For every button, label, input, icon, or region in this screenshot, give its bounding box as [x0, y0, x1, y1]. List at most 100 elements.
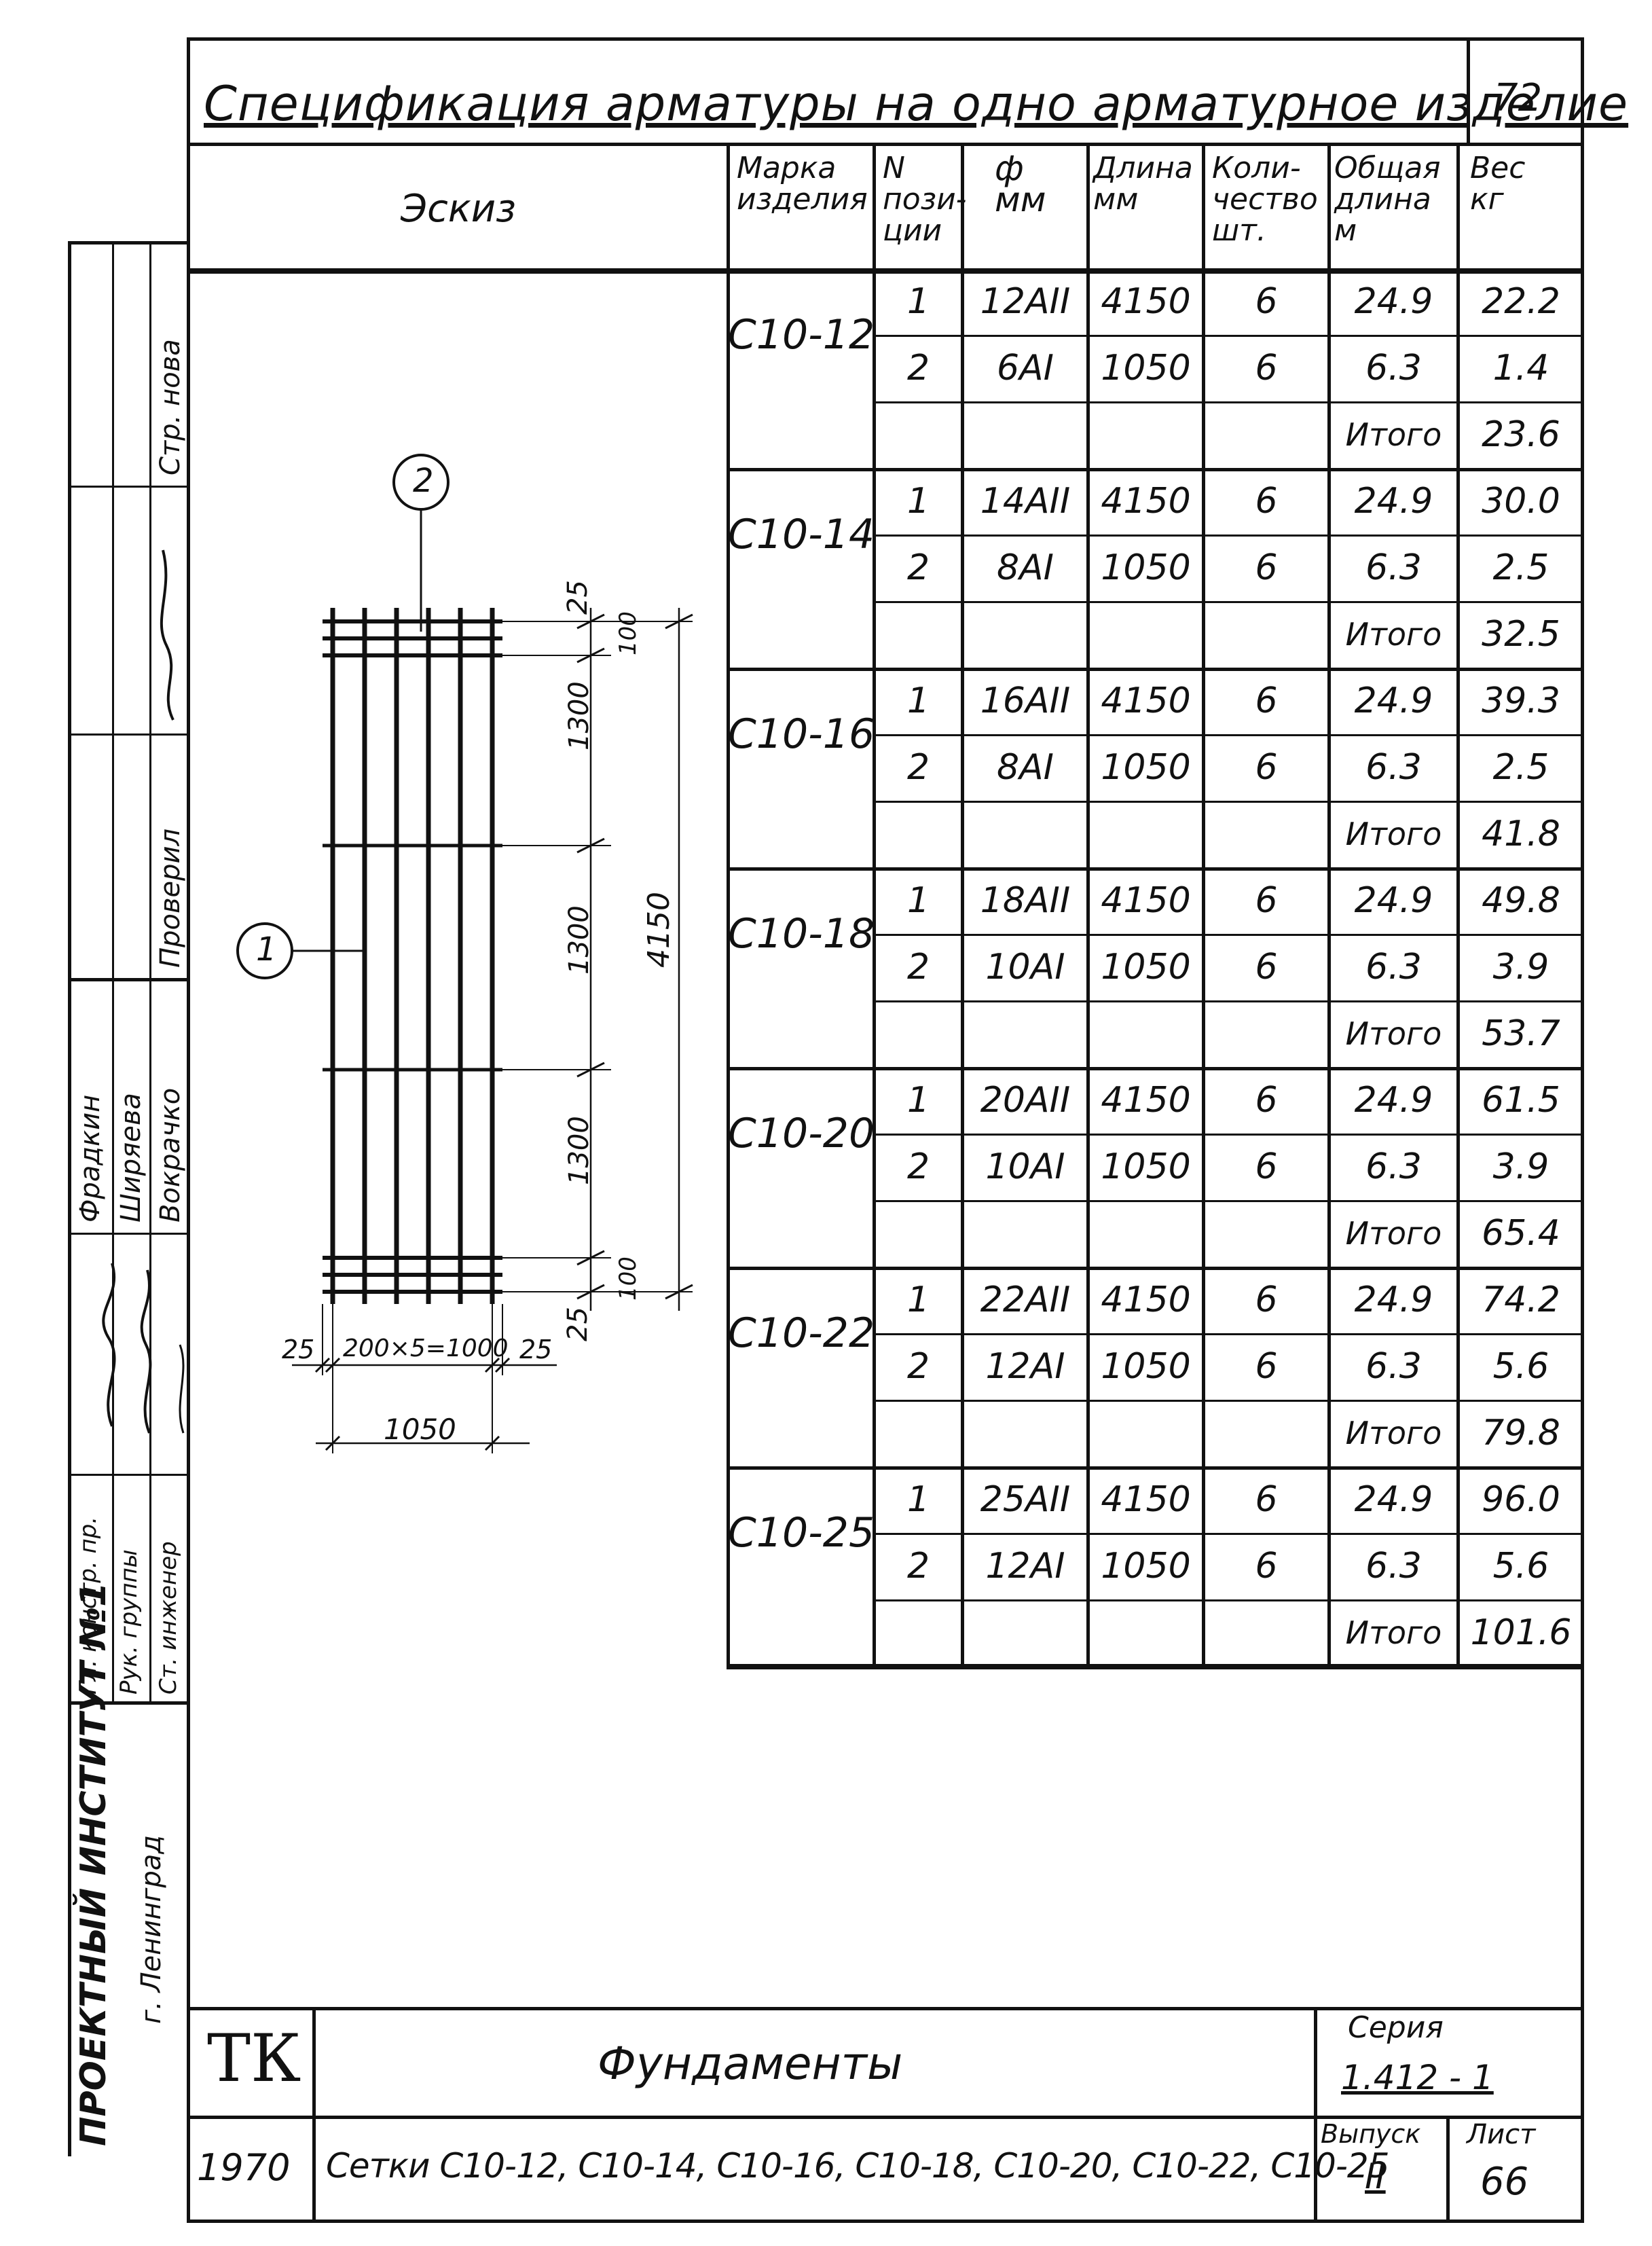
cell-len: 1050: [1101, 1146, 1191, 1187]
header-sketch: Эскиз: [401, 187, 516, 231]
strip-rule-3: [68, 978, 187, 981]
sum-label: Итого: [1345, 1415, 1442, 1451]
group-rule: [727, 1666, 1584, 1669]
cell-w: 22.2: [1482, 281, 1560, 322]
product-mark: С10-22: [727, 1309, 875, 1357]
strip-rule-4: [68, 1233, 187, 1235]
cell-qty: 6: [1255, 681, 1278, 721]
callout-2-circle: [392, 454, 449, 511]
sheet-label: Лист: [1467, 2119, 1536, 2150]
dim-25-left: 25: [282, 1335, 315, 1364]
dim-100-bottom: 100: [614, 1256, 642, 1301]
cell-qty: 6: [1255, 880, 1278, 921]
cell-pos: 2: [906, 747, 930, 788]
cell-qty: 6: [1255, 348, 1278, 388]
stamp-code: ТК: [207, 2021, 301, 2097]
row-rule: [873, 934, 1584, 936]
group-rule: [727, 668, 1584, 671]
header-total-length: Общая длина м: [1334, 151, 1441, 248]
sum-value: 53.7: [1482, 1013, 1560, 1054]
corner-divider: [1467, 37, 1470, 146]
sum-value: 79.8: [1482, 1413, 1560, 1453]
group-rule: [727, 468, 1584, 471]
dim-25-right: 25: [519, 1335, 553, 1364]
callout-1-circle: [236, 922, 293, 979]
sheet-value: 66: [1480, 2160, 1529, 2204]
cell-qty: 6: [1255, 1546, 1278, 1587]
strip-outer-line: [68, 241, 71, 2156]
institute-name: ПРОЕКТНЫЙ ИНСТИТУТ №1: [73, 1582, 114, 2146]
cell-pos: 1: [906, 880, 930, 921]
cell-w: 74.2: [1482, 1280, 1560, 1320]
row-rule: [873, 535, 1584, 537]
dim-100-top: 100: [614, 611, 642, 655]
cell-qty: 6: [1255, 947, 1278, 988]
product-mark: С10-16: [727, 710, 875, 758]
cell-pos: 2: [906, 1346, 930, 1387]
cell-len: 4150: [1101, 281, 1191, 322]
sum-value: 101.6: [1470, 1612, 1572, 1653]
row-rule: [873, 801, 1584, 803]
cell-len: 1050: [1101, 348, 1191, 388]
header-rule: [187, 268, 1584, 274]
row-rule: [873, 1533, 1584, 1535]
signatures: [102, 549, 185, 1434]
col-line-mark: [727, 143, 730, 1667]
cell-qty: 6: [1255, 1080, 1278, 1121]
cell-len: 4150: [1101, 681, 1191, 721]
col-line-weight: [1456, 143, 1460, 1667]
cell-pos: 2: [906, 348, 930, 388]
stamp-year: 1970: [197, 2146, 291, 2189]
strip-inner-line-b: [149, 241, 151, 1701]
cell-qty: 6: [1255, 1280, 1278, 1320]
dim-1300-c: 1300: [564, 1116, 595, 1185]
cell-total: 6.3: [1365, 1146, 1422, 1187]
cell-len: 4150: [1101, 1479, 1191, 1520]
cell-dia: 10АI: [985, 1146, 1065, 1187]
strip-inner-line-a: [112, 241, 114, 1701]
cell-len: 1050: [1101, 547, 1191, 588]
col-line-total: [1327, 143, 1331, 1667]
row-rule: [873, 1599, 1584, 1601]
cell-len: 1050: [1101, 947, 1191, 988]
row-rule: [873, 1200, 1584, 1202]
header-quantity: Коли- чество шт.: [1212, 151, 1318, 248]
cell-qty: 6: [1255, 1346, 1278, 1387]
dim-25-bottom: 25: [562, 1307, 593, 1341]
cell-total: 6.3: [1365, 348, 1422, 388]
header-weight: Вес кг: [1470, 151, 1526, 217]
cell-pos: 1: [906, 681, 930, 721]
cell-total: 24.9: [1354, 1280, 1433, 1320]
cell-w: 96.0: [1482, 1479, 1560, 1520]
header-diameter: ф мм: [995, 149, 1046, 219]
header-position: N пози- ции: [883, 151, 967, 248]
cell-total: 6.3: [1365, 947, 1422, 988]
product-mark: С10-25: [727, 1509, 875, 1557]
strip-page-label: Стр. нова: [155, 339, 186, 475]
strip-rule-6: [68, 1701, 187, 1705]
strip-top-rule: [68, 241, 187, 244]
row-rule: [873, 1400, 1584, 1402]
dim-4150: 4150: [642, 892, 676, 968]
cell-total: 6.3: [1365, 747, 1422, 788]
spec-title: Спецификация арматуры на одно арматурное…: [204, 76, 1629, 132]
cell-dia: 6АI: [997, 348, 1054, 388]
strip-rule-1: [68, 486, 187, 488]
cell-w: 5.6: [1492, 1346, 1549, 1387]
stamp-col-2: [1314, 2007, 1317, 2223]
product-mark: С10-20: [727, 1110, 875, 1157]
cell-w: 61.5: [1482, 1080, 1560, 1121]
issue-value: II: [1365, 2156, 1386, 2197]
cell-w: 3.9: [1492, 1146, 1549, 1187]
cell-pos: 2: [906, 547, 930, 588]
product-mark: С10-14: [727, 511, 875, 558]
institute-city: г. Ленинград: [136, 1834, 167, 2024]
title-rule: [187, 143, 1584, 146]
cell-w: 3.9: [1492, 947, 1549, 988]
row-rule: [873, 1000, 1584, 1002]
stamp-subject: Фундаменты: [598, 2037, 903, 2090]
cell-len: 1050: [1101, 747, 1191, 788]
cell-dia: 10АI: [985, 947, 1065, 988]
table-bottom-rule: [727, 1664, 1584, 1667]
cell-dia: 12АII: [980, 281, 1071, 322]
